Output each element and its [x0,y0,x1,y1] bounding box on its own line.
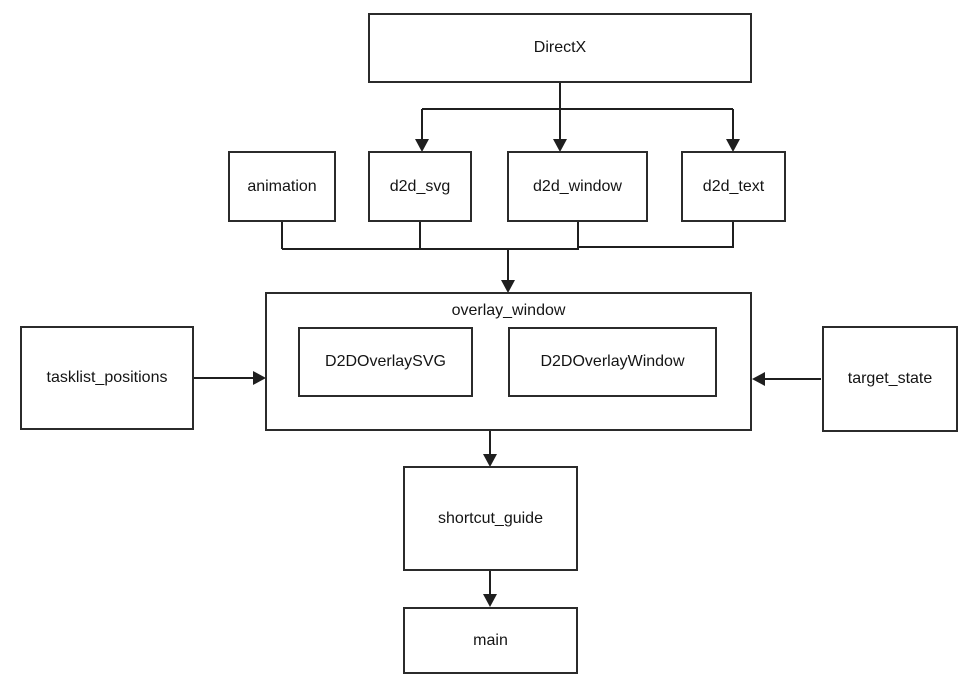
edge-targetstate-to-overlay [752,372,821,386]
edge-tasklist-to-overlay [194,371,266,385]
node-target-state: target_state [822,326,958,432]
node-d2d-overlay-svg: D2DOverlaySVG [298,327,473,397]
node-label: tasklist_positions [46,369,168,387]
node-d2d-text: d2d_text [681,151,786,222]
node-label: d2d_window [533,177,622,195]
node-shortcut-guide: shortcut_guide [403,466,578,571]
node-animation: animation [228,151,336,222]
arrowhead-down-icon [726,139,740,152]
arrowhead-down-icon [483,594,497,607]
node-d2d-window: d2d_window [507,151,648,222]
node-tasklist-positions: tasklist_positions [20,326,194,430]
node-label: D2DOverlayWindow [540,353,685,371]
arrowhead-down-icon [553,139,567,152]
edge-overlay-to-shortcut [483,431,497,467]
node-label: shortcut_guide [438,509,543,527]
node-label: target_state [847,370,933,388]
node-d2d-svg: d2d_svg [368,151,472,222]
edge-directx-fanout [415,82,740,152]
node-label: d2d_svg [389,177,451,195]
node-label: overlay_window [451,302,566,319]
edge-shortcut-to-main [483,571,497,607]
arrowhead-down-icon [501,280,515,293]
node-label: D2DOverlaySVG [325,353,446,371]
arrowhead-left-icon [752,372,765,386]
node-d2d-overlay-window: D2DOverlayWindow [508,327,717,397]
node-directx: DirectX [368,13,752,83]
node-label: main [473,631,508,649]
arrowhead-down-icon [415,139,429,152]
arrowhead-down-icon [483,454,497,467]
node-label: DirectX [533,39,587,57]
node-label: d2d_text [702,177,765,195]
node-label: animation [247,177,317,195]
edge-row2-to-overlay [281,222,734,293]
arrowhead-right-icon [253,371,266,385]
node-main: main [403,607,578,674]
